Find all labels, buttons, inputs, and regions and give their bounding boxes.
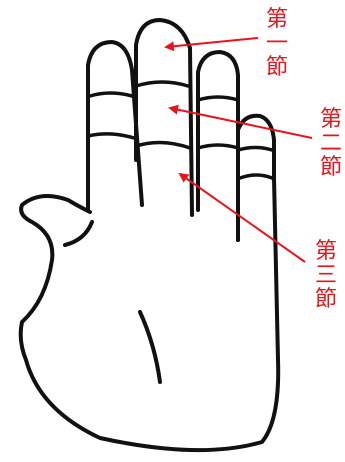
middle-finger-outline [136,20,192,215]
label-third-segment: 第 三 節 [306,240,345,312]
palm-line [140,312,160,382]
label-first-segment: 第 一 節 [257,8,297,80]
label-second-segment: 第 二 節 [311,108,345,180]
crease-middle-1 [136,82,188,86]
crease-little-2 [240,175,272,178]
thumb-crease [65,222,92,245]
arrow-first-segment [166,38,258,47]
crease-ring-2 [198,145,238,148]
crease-ring-1 [198,97,238,100]
crease-index-2 [88,134,134,138]
crease-little-1 [238,148,272,151]
crease-middle-2 [136,142,190,148]
crease-index-1 [90,93,132,96]
finger-creases [88,82,272,178]
arrow-third-segment [180,174,305,262]
